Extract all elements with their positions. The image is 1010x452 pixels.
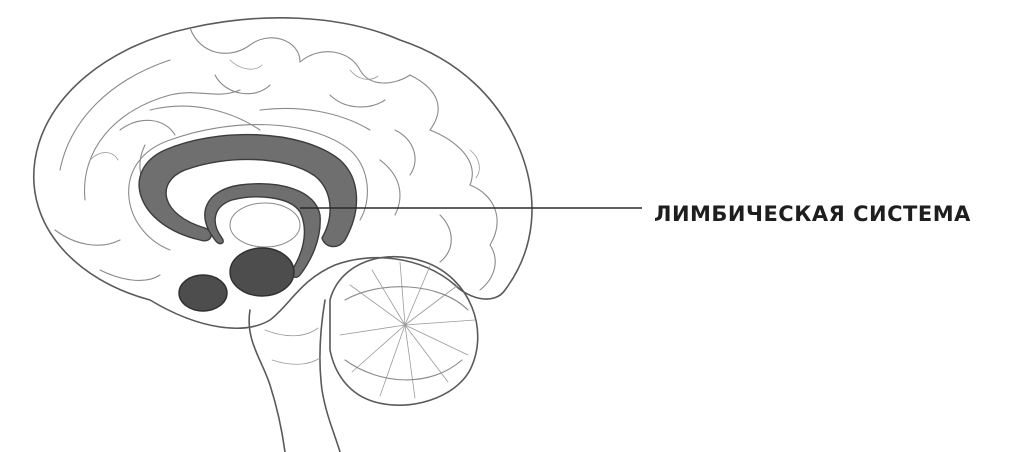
limbic-system-label: ЛИМБИЧЕСКАЯ СИСТЕМА (654, 202, 1004, 226)
cerebellum (330, 257, 478, 406)
thalamus (230, 203, 300, 247)
hippocampus (230, 248, 294, 296)
cerebellum-folia (340, 262, 475, 398)
amygdala (179, 275, 227, 311)
